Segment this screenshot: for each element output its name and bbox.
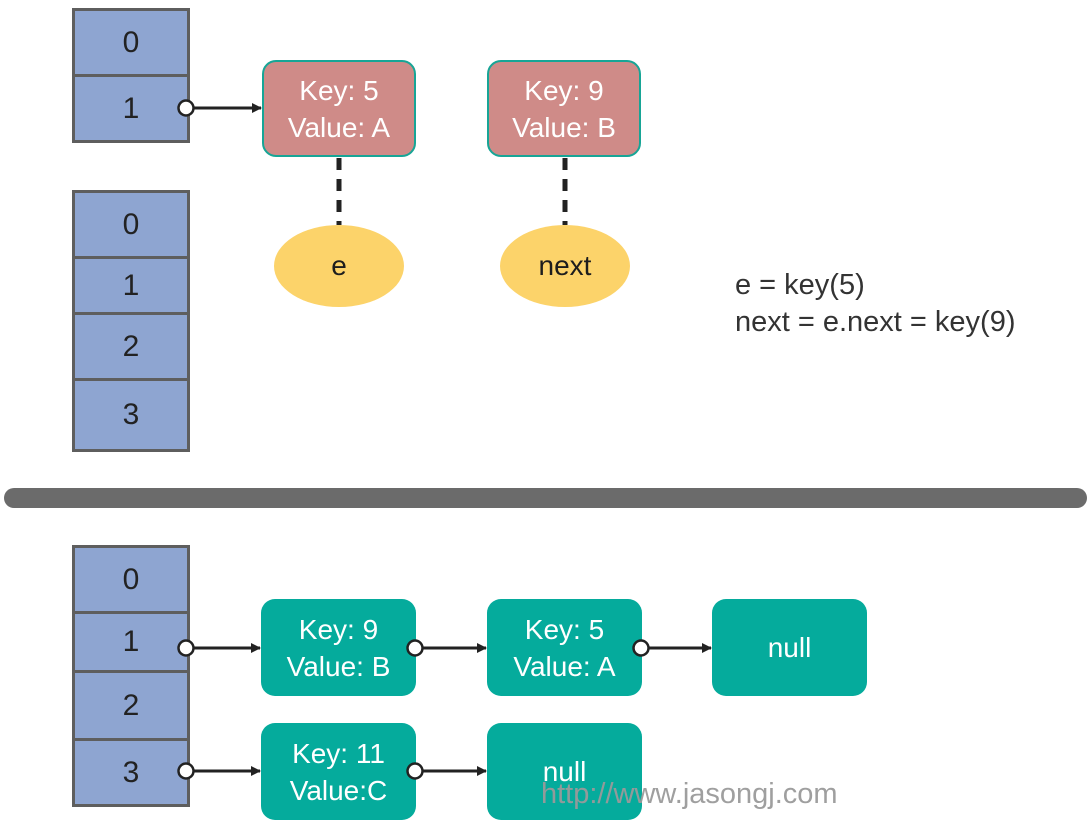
bucket-cell-3: 3 <box>75 741 187 804</box>
entry-value: Value: B <box>512 111 616 143</box>
arrow-key5-to-null <box>632 639 712 657</box>
assignment-notes: e = key(5) next = e.next = key(9) <box>735 267 1015 341</box>
entry-node-key9: Key: 9 Value: B <box>487 60 641 157</box>
bucket-cell-0: 0 <box>75 11 187 74</box>
arrow-bucket1-to-key5 <box>177 99 262 117</box>
bucket-table-top-new: 0 1 2 3 <box>72 190 190 452</box>
null-node-row3: null <box>487 723 642 820</box>
pointer-e: e <box>274 225 404 307</box>
bucket-index: 2 <box>122 688 140 722</box>
pointer-label: next <box>538 250 592 281</box>
entry-value: Value:C <box>289 774 388 806</box>
bucket-table-top-old: 0 1 <box>72 8 190 143</box>
entry-key: Key: 9 <box>524 74 604 106</box>
bucket-cell-0: 0 <box>75 193 187 256</box>
entry-node-key9-moved: Key: 9 Value: B <box>261 599 416 696</box>
note-line: next = e.next = key(9) <box>735 306 1016 338</box>
bucket-cell-3: 3 <box>75 381 187 449</box>
bucket-index: 1 <box>122 268 140 302</box>
entry-key: Key: 11 <box>292 737 385 769</box>
entry-node-key5-moved: Key: 5 Value: A <box>487 599 642 696</box>
pointer-label: e <box>331 250 347 281</box>
bucket-index: 0 <box>122 25 140 59</box>
bucket-index: 1 <box>122 625 140 658</box>
bucket-index: 3 <box>122 398 140 431</box>
bucket-index: 0 <box>122 562 140 596</box>
bucket-cell-2: 2 <box>75 315 187 378</box>
arrow-key11-to-null <box>406 762 487 780</box>
arrow-bucket1-to-key9 <box>177 639 261 657</box>
bucket-index: 0 <box>122 207 140 241</box>
entry-value: Value: B <box>286 650 391 682</box>
entry-value: Value: A <box>513 650 616 682</box>
note-line: e = key(5) <box>735 269 865 301</box>
entry-value: Value: A <box>287 111 391 143</box>
bucket-cell-0: 0 <box>75 548 187 611</box>
bucket-cell-1: 1 <box>75 614 187 670</box>
bucket-index: 2 <box>122 329 140 363</box>
watermark-text: http://www.jasongj.com <box>541 778 838 810</box>
pointer-next: next <box>500 225 630 307</box>
entry-node-key5: Key: 5 Value: A <box>262 60 416 157</box>
null-label: null <box>542 756 587 787</box>
section-divider <box>4 488 1087 508</box>
bucket-index: 3 <box>122 755 140 789</box>
arrow-bucket3-to-key11 <box>177 762 261 780</box>
null-node-row1: null <box>712 599 867 696</box>
entry-key: Key: 9 <box>298 613 379 645</box>
entry-key: Key: 5 <box>299 74 379 106</box>
arrow-key9-to-key5 <box>406 639 487 657</box>
bucket-cell-2: 2 <box>75 673 187 738</box>
bucket-cell-1: 1 <box>75 77 187 140</box>
bucket-cell-1: 1 <box>75 259 187 312</box>
bucket-index: 1 <box>122 91 140 125</box>
bucket-table-bottom: 0 1 2 3 <box>72 545 190 807</box>
null-label: null <box>767 632 812 663</box>
entry-node-key11: Key: 11 Value:C <box>261 723 416 820</box>
entry-key: Key: 5 <box>524 613 605 645</box>
